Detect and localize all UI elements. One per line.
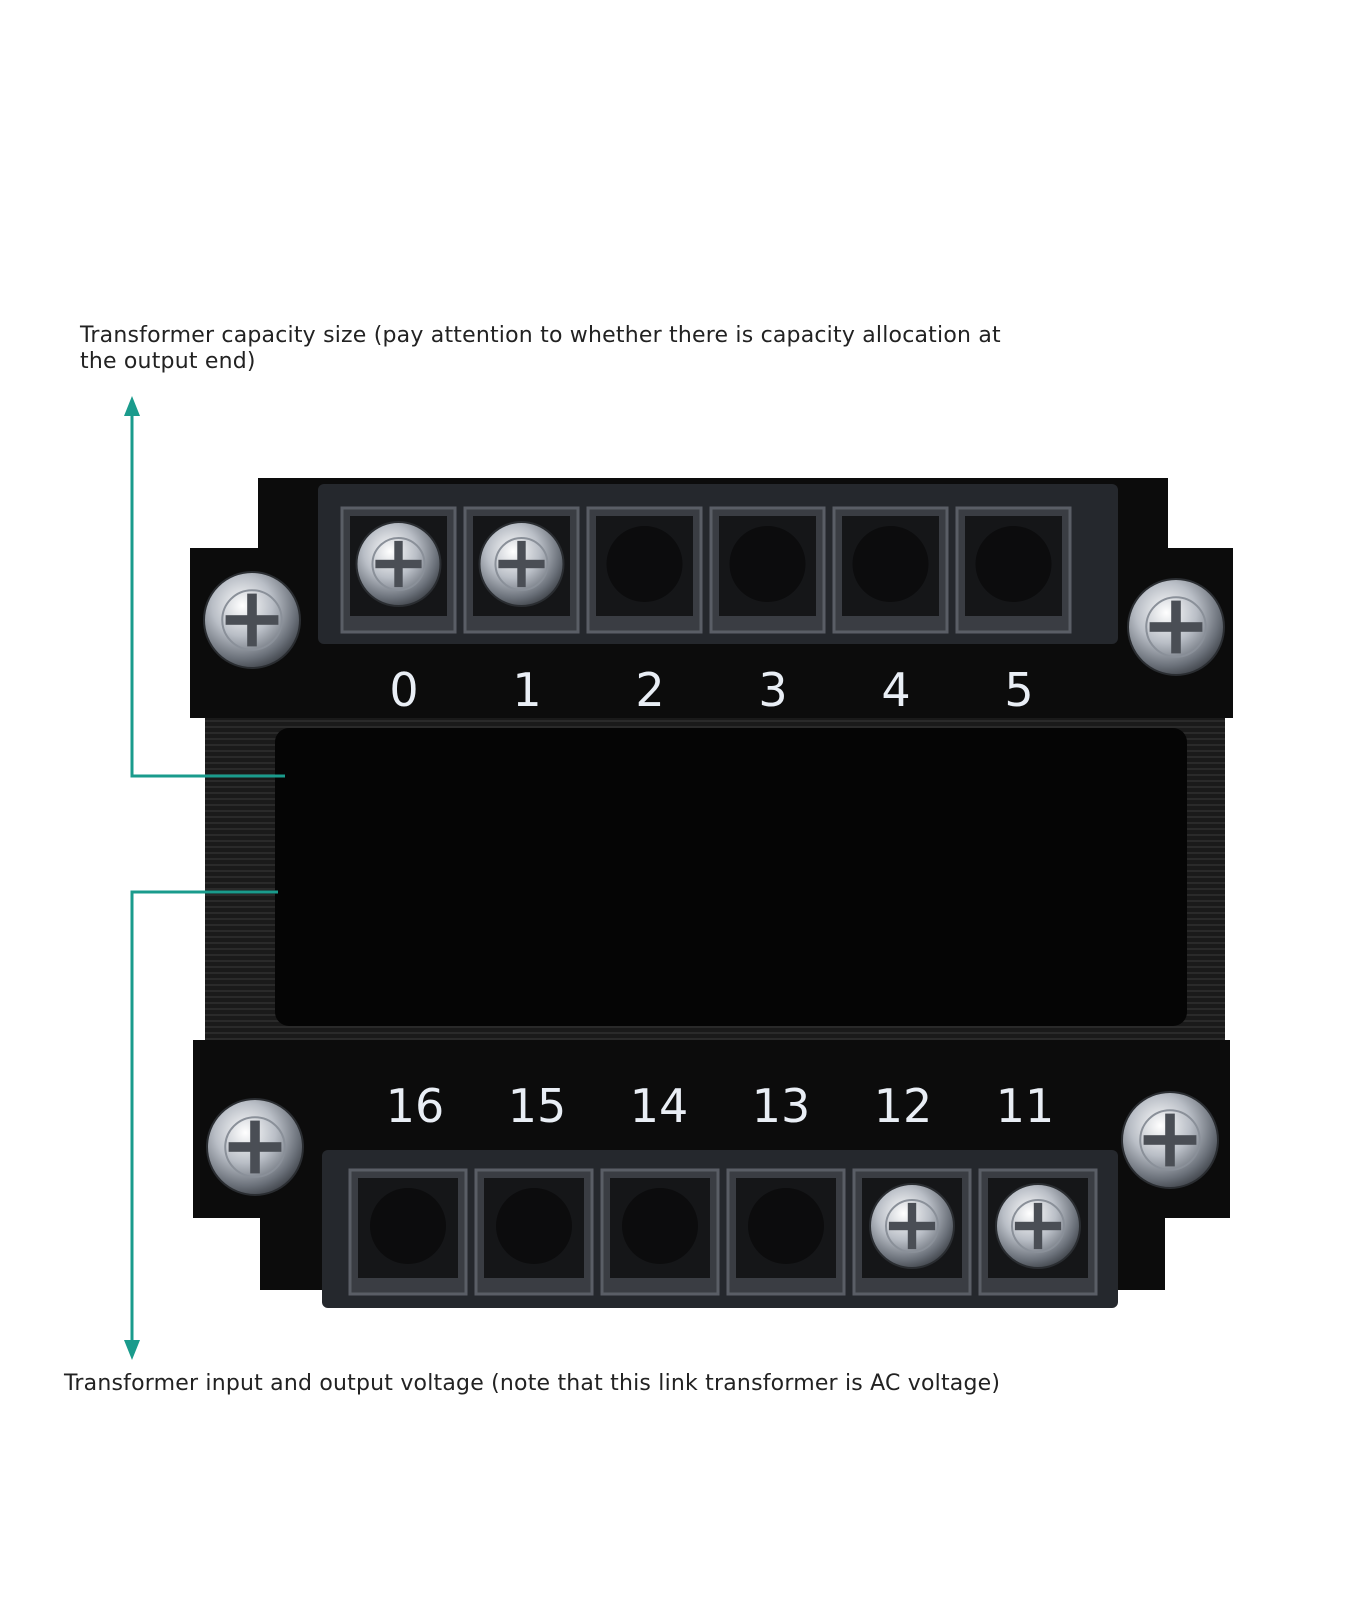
bottom-terminal-label-12: 12 <box>874 1079 933 1133</box>
terminal-screw-icon <box>355 521 442 607</box>
top-terminal-label-2: 2 <box>635 663 664 717</box>
bottom-terminal-label-14: 14 <box>630 1079 689 1133</box>
top-terminal-4 <box>832 506 949 634</box>
core-window <box>275 728 1187 1026</box>
mounting-screw-icon <box>206 1098 304 1196</box>
bottom-terminal-label-16: 16 <box>386 1079 445 1133</box>
top-terminal-label-0: 0 <box>389 663 418 717</box>
annotation-lines <box>130 410 285 1345</box>
bottom-terminal-13 <box>726 1168 846 1296</box>
bottom-terminal-label-13: 13 <box>752 1079 811 1133</box>
voltage-leader-line <box>130 890 278 1345</box>
top-terminal-label-1: 1 <box>512 663 541 717</box>
arrow-up-icon <box>124 396 140 416</box>
capacity-leader-line <box>130 410 285 778</box>
top-terminal-3 <box>709 506 826 634</box>
bottom-terminal-16 <box>348 1168 468 1296</box>
arrow-down-icon <box>124 1340 140 1360</box>
voltage-annotation: Transformer input and output voltage (no… <box>64 1371 1001 1396</box>
capacity-annotation: Transformer capacity size (pay attention… <box>80 323 1001 374</box>
top-terminal-label-4: 4 <box>881 663 910 717</box>
top-terminal-5 <box>955 506 1072 634</box>
bottom-terminal-label-15: 15 <box>508 1079 567 1133</box>
bottom-terminal-14 <box>600 1168 720 1296</box>
bottom-terminal-12 <box>852 1168 972 1296</box>
bottom-terminal-label-11: 11 <box>996 1079 1055 1133</box>
top-terminal-2 <box>586 506 703 634</box>
top-terminal-1 <box>463 506 580 634</box>
terminal-screw-icon <box>478 521 565 607</box>
bottom-terminal-11 <box>978 1168 1098 1296</box>
mounting-screw-icon <box>1121 1091 1219 1189</box>
top-terminal-label-3: 3 <box>758 663 787 717</box>
terminal-screw-icon <box>995 1183 1081 1269</box>
terminal-screw-icon <box>869 1183 955 1269</box>
top-terminal-label-5: 5 <box>1004 663 1033 717</box>
mounting-screw-icon <box>1127 578 1225 676</box>
top-terminal-0 <box>340 506 457 634</box>
mounting-screw-icon <box>203 571 301 669</box>
bottom-terminal-15 <box>474 1168 594 1296</box>
